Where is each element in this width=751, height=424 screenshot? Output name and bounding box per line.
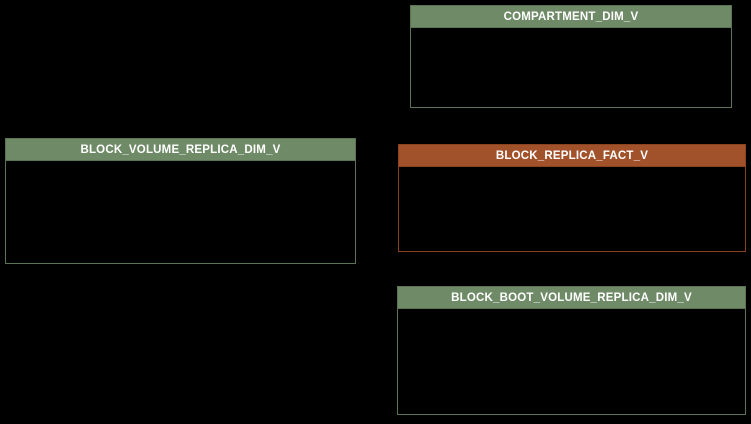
entity-compartment-dim-v[interactable]: COMPARTMENT_DIM_V bbox=[410, 5, 732, 108]
entity-header-compartment-dim-v[interactable]: COMPARTMENT_DIM_V bbox=[411, 6, 731, 28]
entity-body-block-boot-volume-replica-dim-v bbox=[398, 309, 745, 414]
entity-body-block-volume-replica-dim-v bbox=[6, 161, 355, 263]
entity-block-boot-volume-replica-dim-v[interactable]: BLOCK_BOOT_VOLUME_REPLICA_DIM_V bbox=[397, 286, 746, 415]
entity-body-block-replica-fact-v bbox=[399, 167, 745, 251]
entity-header-block-replica-fact-v[interactable]: BLOCK_REPLICA_FACT_V bbox=[399, 145, 745, 167]
entity-block-volume-replica-dim-v[interactable]: BLOCK_VOLUME_REPLICA_DIM_V bbox=[5, 138, 356, 264]
entity-block-replica-fact-v[interactable]: BLOCK_REPLICA_FACT_V bbox=[398, 144, 746, 252]
entity-body-compartment-dim-v bbox=[411, 28, 731, 107]
entity-header-block-boot-volume-replica-dim-v[interactable]: BLOCK_BOOT_VOLUME_REPLICA_DIM_V bbox=[398, 287, 745, 309]
entity-header-block-volume-replica-dim-v[interactable]: BLOCK_VOLUME_REPLICA_DIM_V bbox=[6, 139, 355, 161]
